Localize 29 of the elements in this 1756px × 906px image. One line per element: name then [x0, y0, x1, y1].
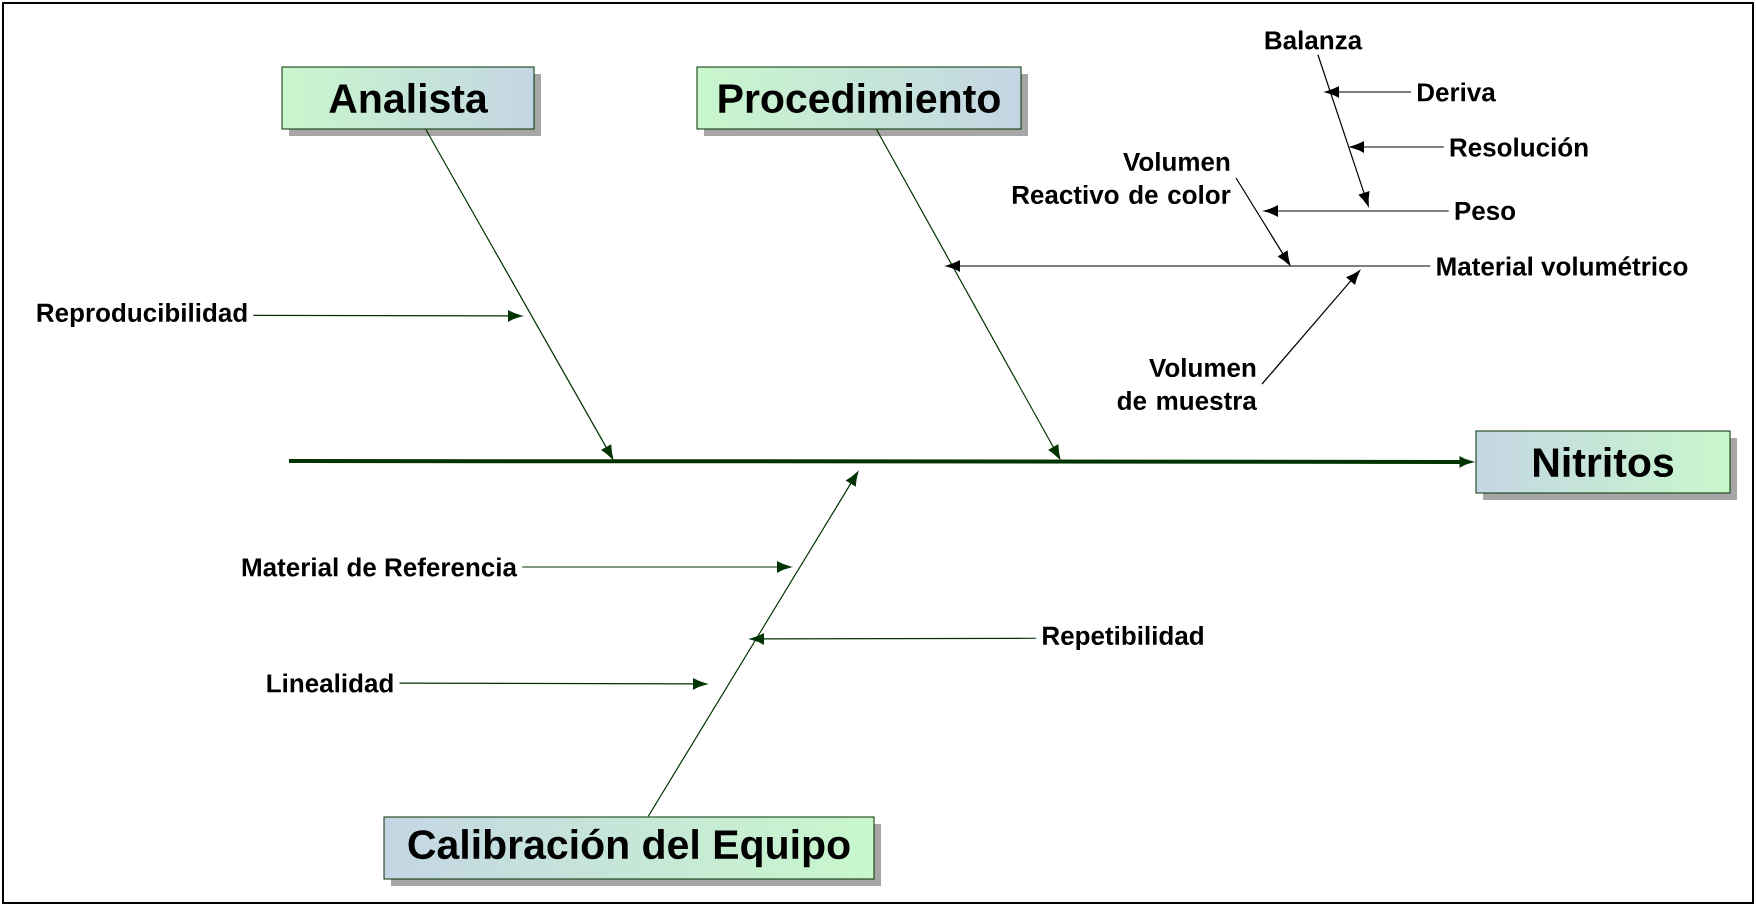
category-box: Procedimiento — [696, 66, 1028, 136]
cause-label: Deriva — [1418, 82, 1496, 102]
cause-label: Repetibilidad — [1043, 625, 1203, 651]
cause-label: Volumen Reactivo de color — [1012, 151, 1231, 205]
arrow — [749, 633, 1037, 645]
category-box: Analista — [281, 66, 541, 136]
arrow — [1317, 54, 1370, 207]
arrow — [1263, 205, 1450, 217]
arrow — [1349, 141, 1445, 153]
arrow — [252, 310, 523, 322]
cause-label: Peso — [1455, 201, 1516, 221]
arrow — [521, 561, 792, 573]
arrow — [875, 128, 1061, 460]
cause-label: Reproducibilidad — [37, 302, 247, 328]
arrow — [945, 260, 1431, 272]
category-box: Nitritos — [1475, 430, 1737, 500]
cause-label: Volumen de muestra — [1117, 357, 1257, 411]
cause-label: Material volumétrico — [1437, 256, 1688, 276]
arrow — [398, 678, 708, 690]
cause-label: Resolución — [1450, 137, 1588, 157]
arrow — [1261, 270, 1360, 385]
arrow — [1324, 86, 1412, 98]
cause-label: Balanza — [1265, 30, 1363, 50]
cause-label: Material de Referencia — [242, 557, 518, 577]
arrow — [425, 128, 614, 460]
category-box: Calibración del Equipo — [383, 816, 881, 886]
arrow — [647, 471, 859, 818]
arrow — [1235, 177, 1291, 266]
cause-label: Linealidad — [267, 673, 393, 693]
